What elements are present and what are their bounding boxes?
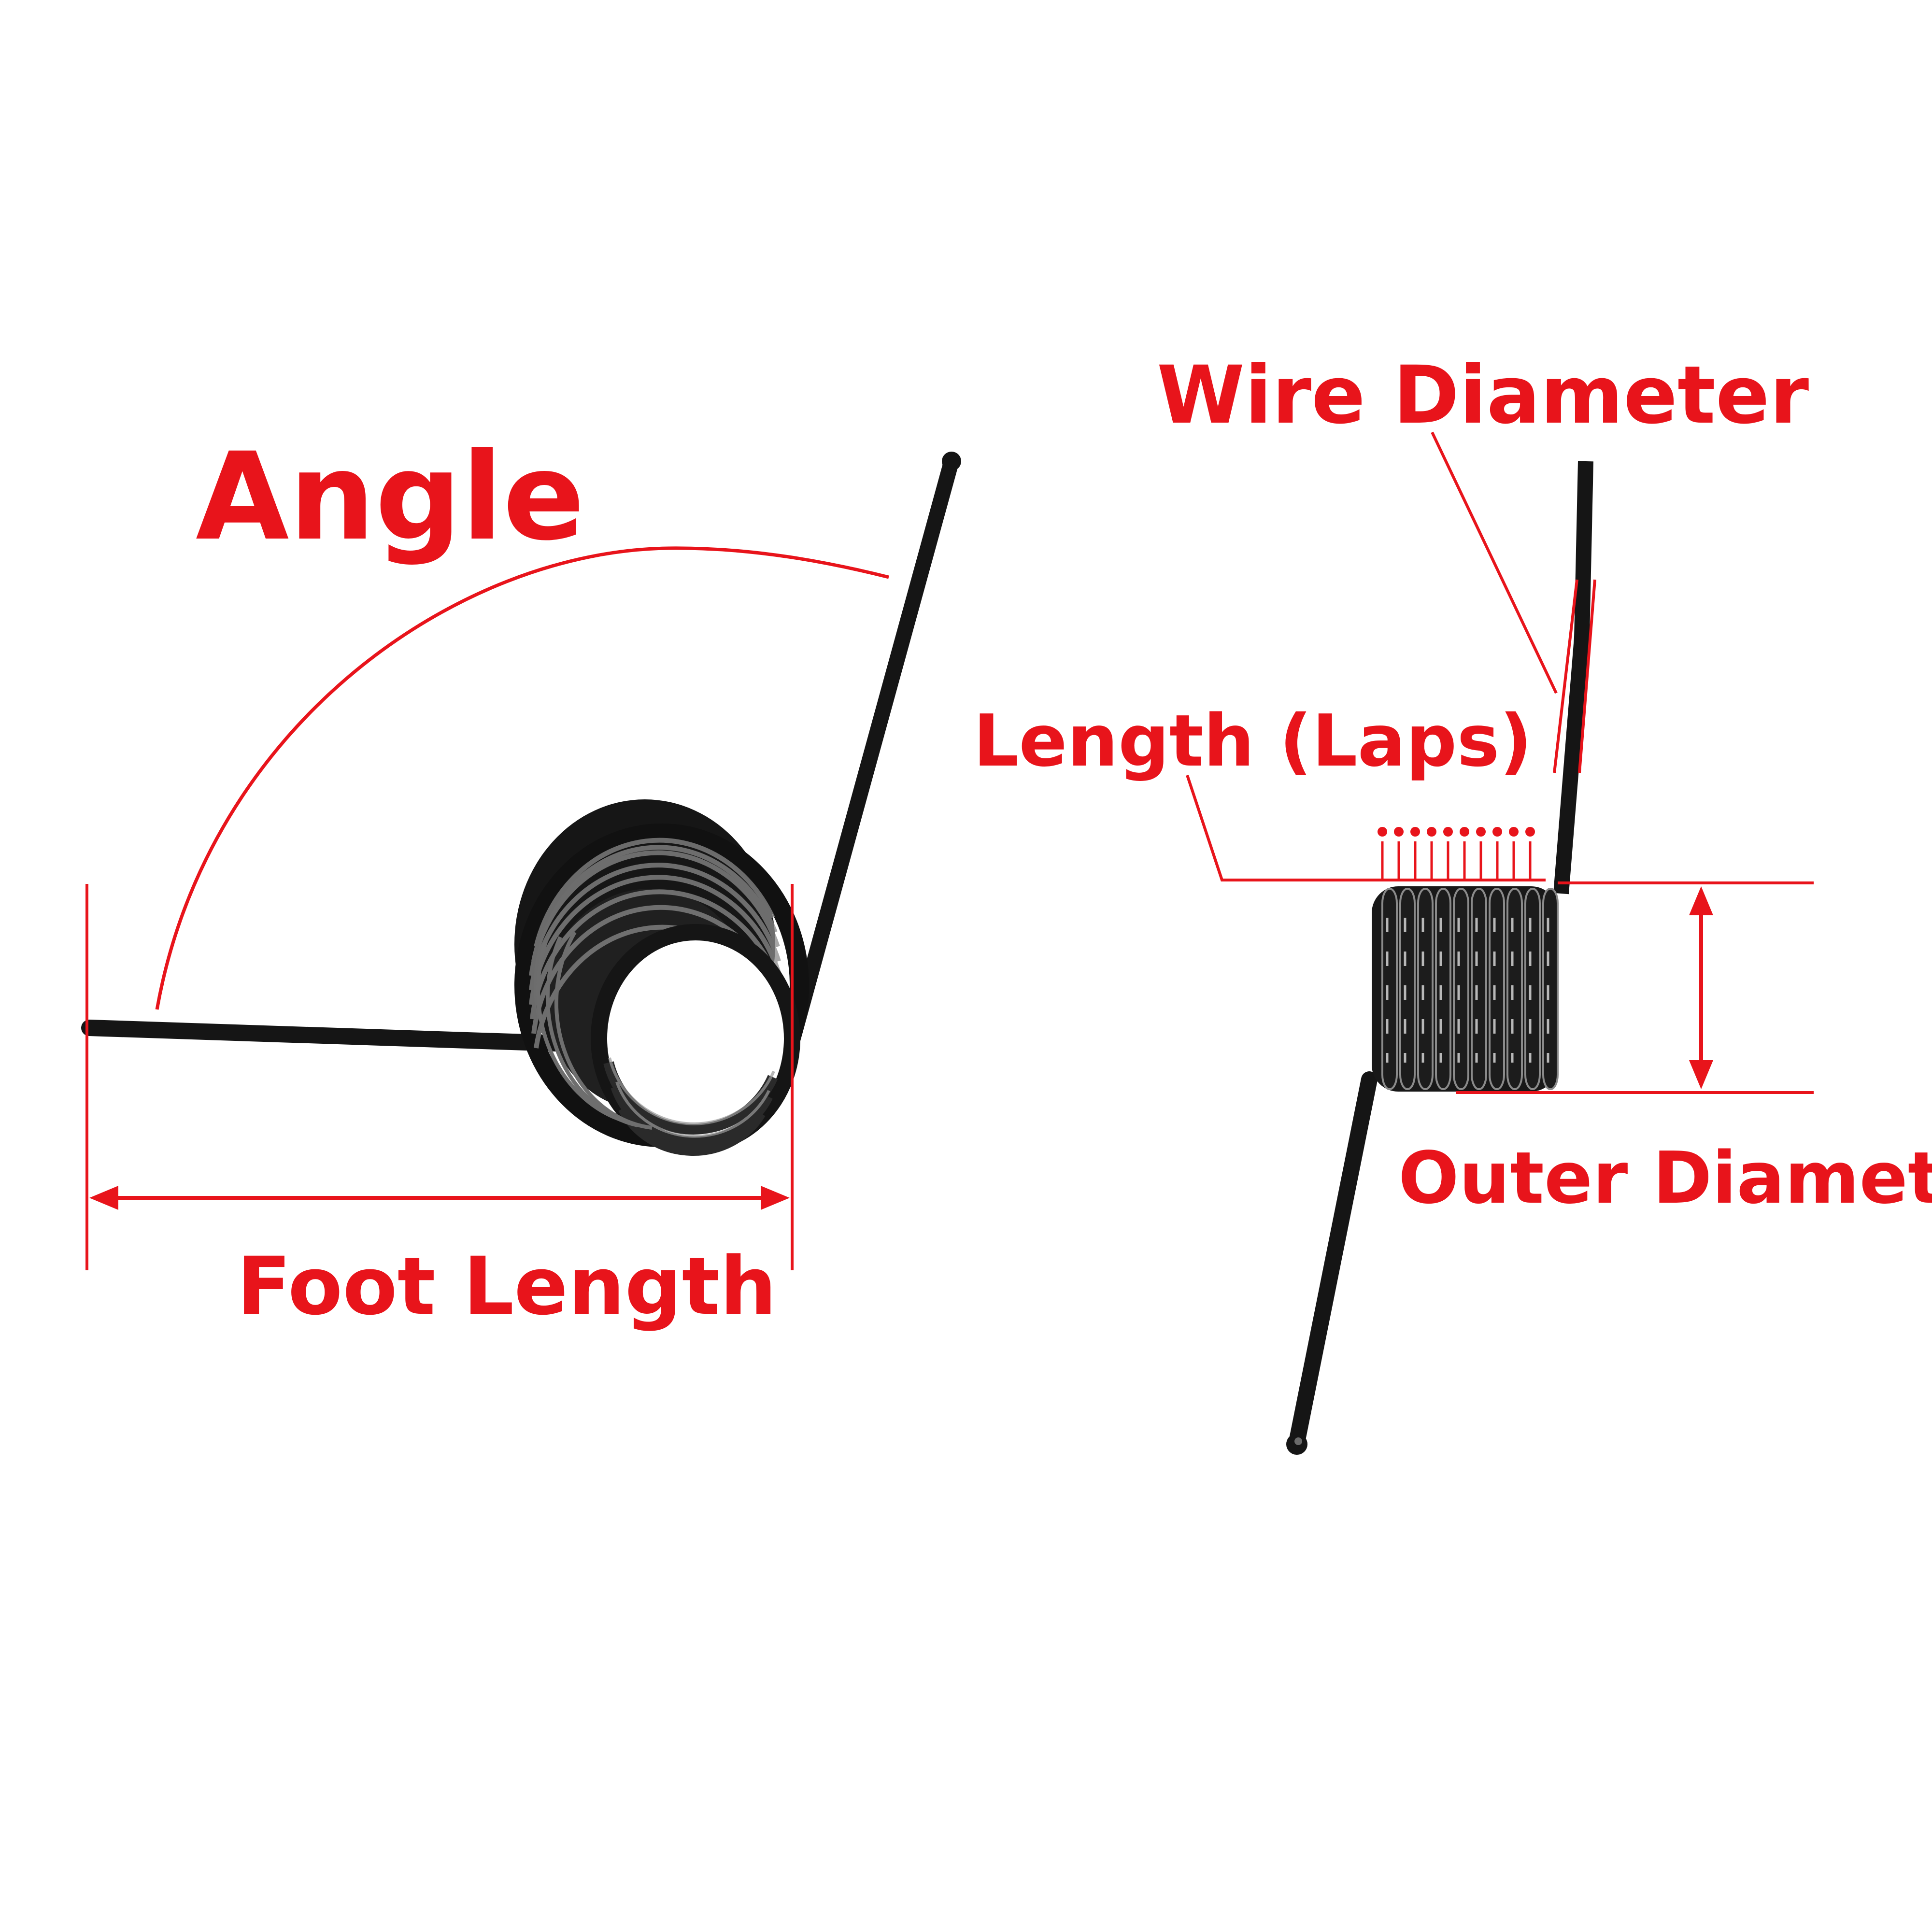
length-laps-leader [1186,775,1546,881]
right-spring-upper-leg [1553,461,1593,895]
wire-diameter-label: Wire Diameter [1157,349,1809,441]
wire-diameter-mark-right [1578,579,1596,773]
left-spring-coil [514,799,809,1156]
lap-tick-dot [1427,827,1436,837]
angle-label: Angle [196,426,585,567]
right-spring-lower-leg [1289,1071,1378,1450]
length-laps-label: Length (Laps) [973,699,1532,782]
lap-tick-dot [1394,827,1404,837]
right-spring [1286,461,1593,1455]
coil-ring [1453,888,1469,1090]
lap-tick-dot [1460,827,1469,837]
foot-length-arrow-right [761,1186,790,1210]
left-annotations: Angle Foot Length [85,426,889,1333]
right-annotations: Wire Diameter Length (Laps) Outer Diamet… [973,349,1932,1220]
coil-ring [1506,888,1523,1090]
angle-arc [155,546,889,1010]
left-spring-foot-leg [81,1020,564,1051]
foot-length-label: Foot Length [237,1240,777,1333]
lap-tick-marks [1378,827,1535,880]
coil-ring [1399,888,1416,1090]
right-spring-coil [1372,886,1559,1092]
lap-tick-dot [1443,827,1453,837]
lap-tick-dot [1410,827,1420,837]
left-spring [81,452,961,1156]
coil-ring [1489,888,1505,1090]
coil-ring [1417,888,1434,1090]
lap-tick-dot [1378,827,1387,837]
coil-ring [1435,888,1451,1090]
wire-diameter-leader [1431,431,1558,694]
left-spring-upper-leg [782,454,959,1058]
coil-ring [1542,888,1559,1090]
left-spring-leg-tip [942,452,961,471]
lap-tick-dot [1525,827,1535,837]
outer-diameter-arrow-bottom [1689,1060,1713,1089]
lap-tick-dot [1492,827,1502,837]
foot-length-arrow-left [89,1186,118,1210]
coil-ring [1381,888,1398,1090]
outer-diameter-label: Outer Diameter [1398,1136,1932,1220]
wire-diameter-mark-left [1553,579,1578,773]
lap-tick-dot [1476,827,1486,837]
outer-diameter-arrow-top [1689,886,1713,915]
coil-ring [1471,888,1487,1090]
coil-ring [1524,888,1541,1090]
lap-tick-dot [1509,827,1519,837]
